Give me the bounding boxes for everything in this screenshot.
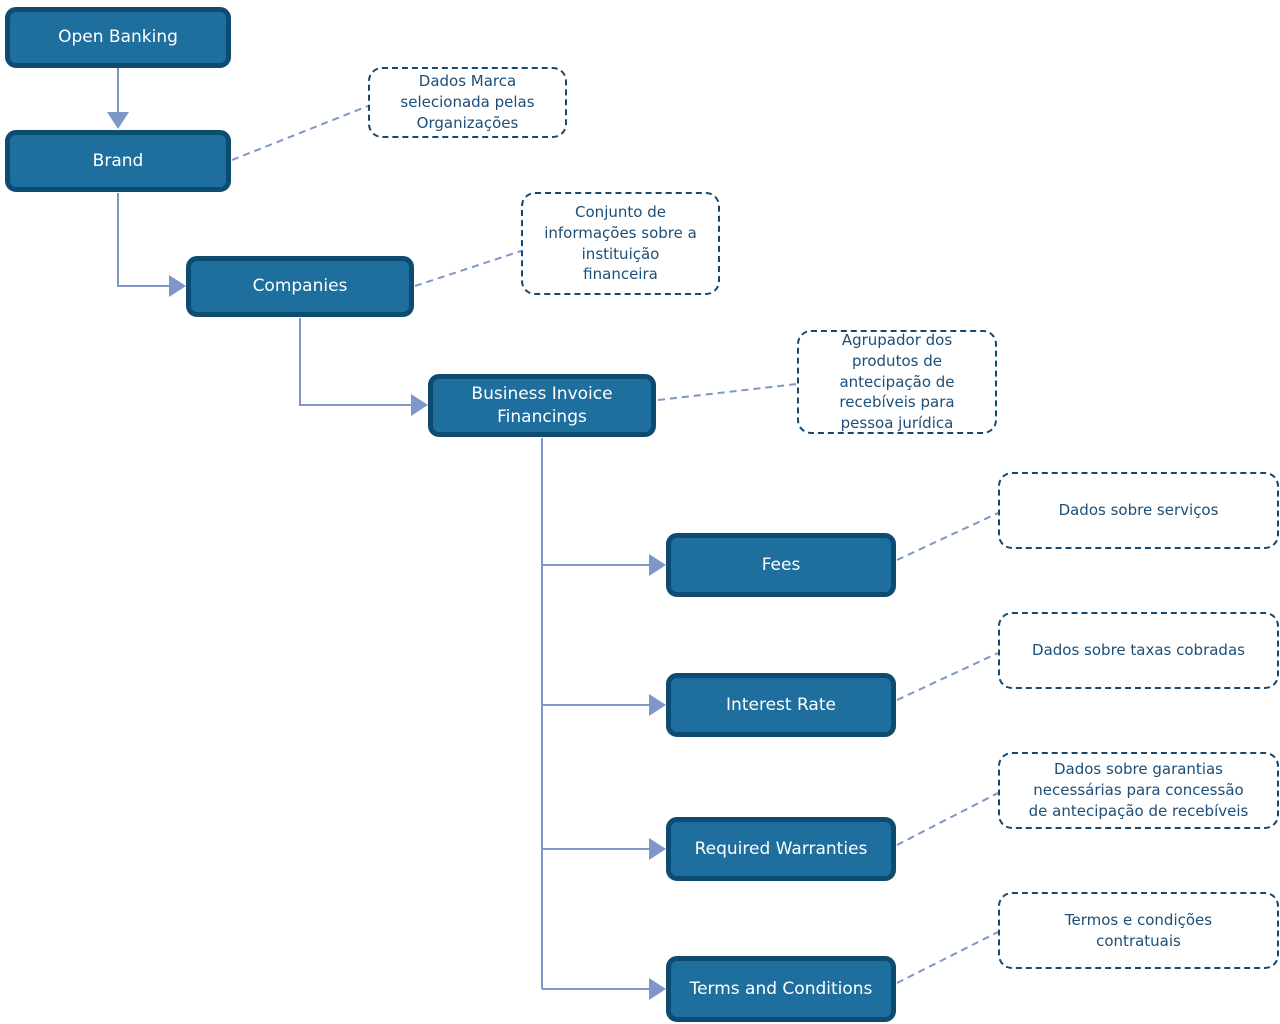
annotation-terms-and-conditions[interactable]: Termos e condições contratuais [998,892,1279,969]
annotation-companies[interactable]: Conjunto de informações sobre a institui… [521,192,720,295]
connector-companies-to-business-invoice-financings [299,318,428,416]
annotation-required-warranties[interactable]: Dados sobre garantias necessárias para c… [998,752,1279,829]
connector-open-banking-to-brand [107,68,129,129]
connector-to-interest-rate [542,694,666,716]
link-business-invoice-financings-annotation [657,383,798,401]
connector-to-terms-and-conditions [542,978,666,1000]
link-brand-annotation [231,105,369,161]
node-fees[interactable]: Fees [666,533,896,597]
annotation-business-invoice-financings[interactable]: Agrupador dos produtos de antecipação de… [797,330,997,434]
link-fees-annotation [896,512,999,561]
node-terms-and-conditions[interactable]: Terms and Conditions [666,956,896,1022]
annotation-brand[interactable]: Dados Marca selecionada pelas Organizaçõ… [368,67,567,138]
link-companies-annotation [414,250,522,287]
link-terms-and-conditions-annotation [896,931,999,984]
node-brand[interactable]: Brand [5,130,231,192]
connector-brand-to-companies [117,193,186,297]
connector-to-required-warranties [542,838,666,860]
node-interest-rate[interactable]: Interest Rate [666,673,896,737]
annotation-interest-rate[interactable]: Dados sobre taxas cobradas [998,612,1279,689]
link-required-warranties-annotation [896,792,999,846]
node-companies[interactable]: Companies [186,256,414,317]
annotation-fees[interactable]: Dados sobre serviços [998,472,1279,549]
node-required-warranties[interactable]: Required Warranties [666,817,896,881]
node-open-banking[interactable]: Open Banking [5,7,231,68]
node-business-invoice-financings[interactable]: Business Invoice Financings [428,374,656,437]
link-interest-rate-annotation [896,652,999,701]
connector-to-fees [542,554,666,576]
